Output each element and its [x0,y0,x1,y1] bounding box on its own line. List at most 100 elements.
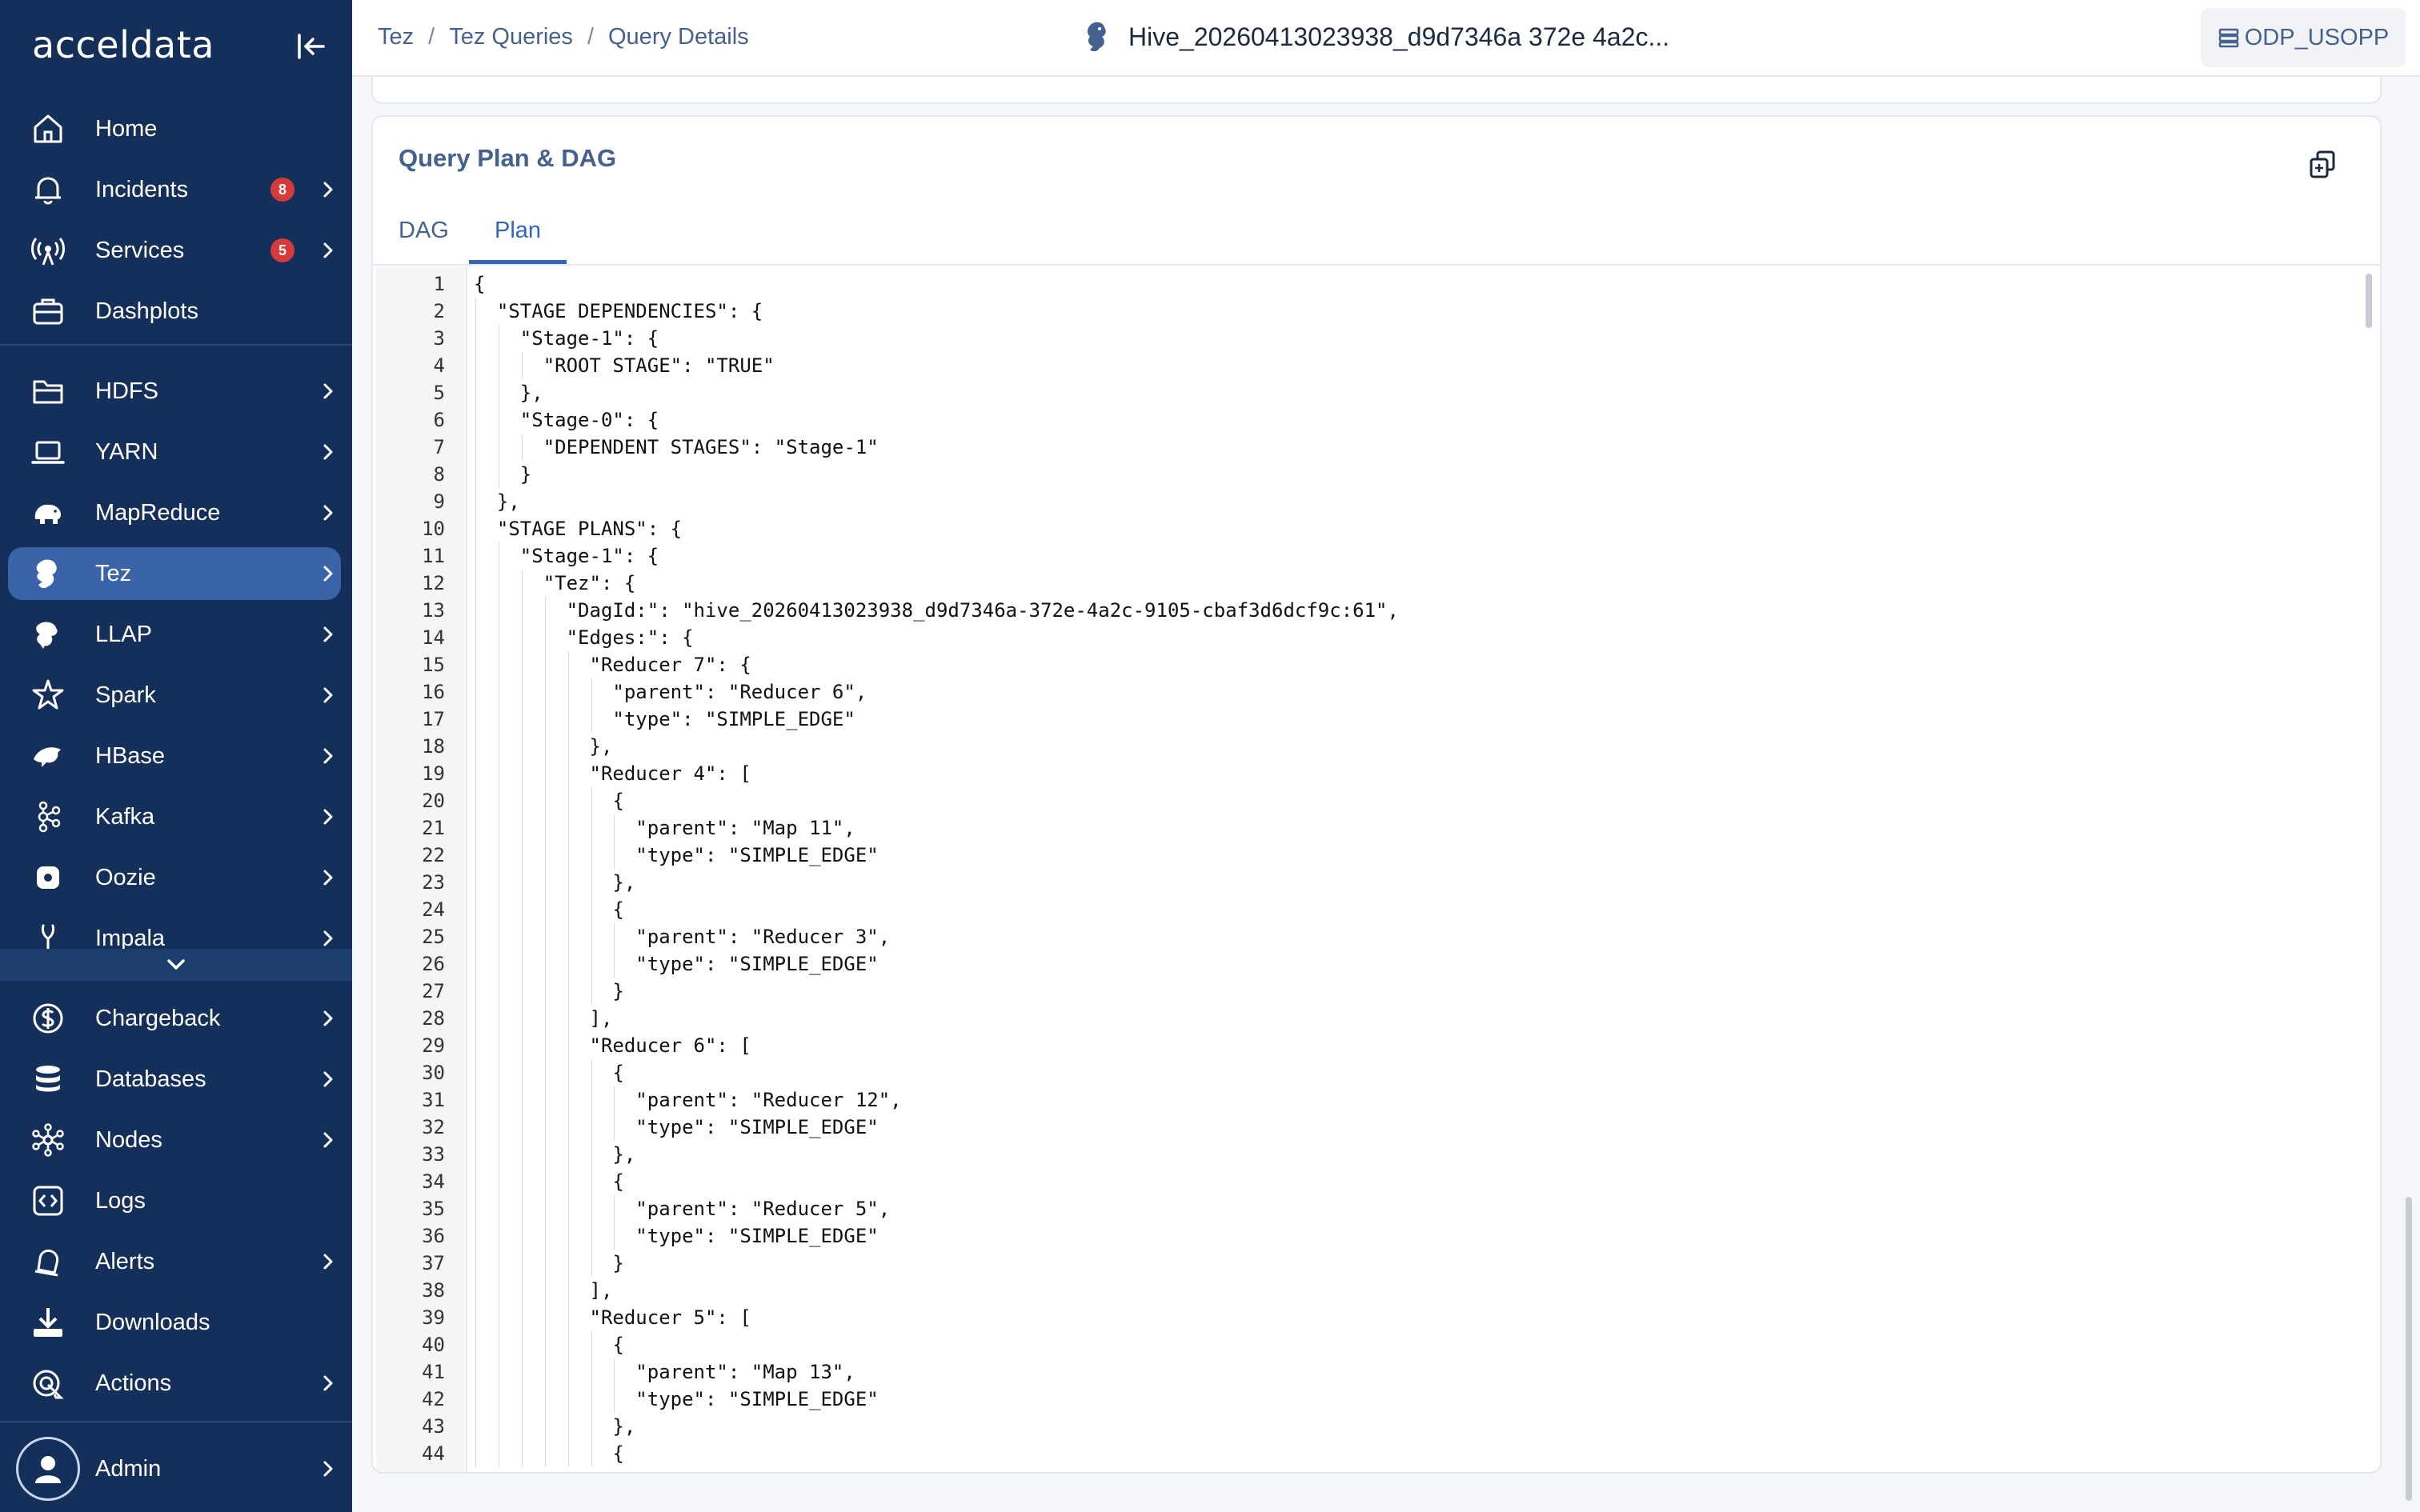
indent-guide [544,1195,546,1222]
sidebar-item-llap[interactable]: LLAP [8,608,341,661]
indent-guide [591,1250,592,1277]
indent-guide [521,1413,523,1440]
code-line: 20 { [376,787,2361,814]
indent-guide [475,597,476,624]
line-number: 4 [433,354,445,377]
breadcrumb-tez-queries[interactable]: Tez Queries [449,24,573,50]
sidebar-item-label: Incidents [95,176,189,202]
indent-guide [475,379,476,406]
code-line: 5 }, [376,379,2361,406]
collapse-sidebar-icon[interactable] [293,29,328,64]
sidebar-item-label: Admin [95,1455,162,1482]
code-line: 28 ], [376,1005,2361,1032]
cluster-selector-button[interactable]: ODP_USOPP [2201,8,2406,67]
sidebar-item-oozie[interactable]: Oozie [8,851,341,904]
sidebar-item-hdfs[interactable]: HDFS [8,365,341,418]
code-line: 29 "Reducer 6": [ [376,1032,2361,1059]
indent-guide [591,1386,592,1413]
indent-guide [475,923,476,950]
line-number: 11 [422,545,445,567]
sidebar-item-home[interactable]: Home [8,102,341,155]
laptop-icon [30,434,66,470]
code-text: { [474,1062,624,1084]
sidebar-item-admin[interactable]: Admin [8,1437,341,1501]
indent-guide [521,1086,523,1114]
indent-guide [521,869,523,896]
code-line: 42 "type": "SIMPLE_EDGE" [376,1386,2361,1413]
line-number: 18 [422,735,445,758]
code-text: "Stage-1": { [474,327,659,350]
indent-guide [544,1277,546,1304]
sidebar-item-databases[interactable]: Databases [8,1053,341,1106]
indent-guide [475,678,476,706]
sidebar-item-chargeback[interactable]: Chargeback [8,992,341,1045]
copy-icon[interactable] [2306,149,2338,181]
code-text: { [474,273,486,295]
indent-guide [521,1141,523,1168]
indent-guide [567,869,569,896]
sidebar-item-tez[interactable]: Tez [8,547,341,600]
code-text: "type": "SIMPLE_EDGE" [474,1116,879,1138]
sidebar-item-yarn[interactable]: YARN [8,426,341,478]
page-scrollbar[interactable] [2406,1197,2412,1501]
plan-code-editor[interactable]: 1{2 "STAGE DEPENDENCIES": {3 "Stage-1": … [376,267,2377,1472]
chevron-right-icon [323,566,333,582]
sidebar-item-dashplots[interactable]: Dashplots [8,285,341,338]
broadcast-icon [30,233,66,268]
indent-guide [591,978,592,1005]
code-text: { [474,790,624,812]
chevron-right-icon [323,383,333,399]
indent-guide [521,950,523,978]
hive-icon [1088,22,1106,52]
code-text: }, [474,382,543,404]
indent-guide [544,678,546,706]
tab-dag[interactable]: DAG [399,218,449,243]
sidebar-item-actions[interactable]: Actions [8,1357,341,1410]
sidebar-item-label: MapReduce [95,499,221,526]
indent-guide [475,733,476,760]
line-number: 29 [422,1034,445,1057]
indent-guide [544,1114,546,1141]
sidebar-item-spark[interactable]: Spark [8,669,341,722]
sidebar-item-nodes[interactable]: Nodes [8,1114,341,1166]
sidebar-item-logs[interactable]: Logs [8,1174,341,1227]
sidebar-item-alerts[interactable]: Alerts [8,1235,341,1288]
indent-guide [591,869,592,896]
acceldata-logo[interactable]: acceldata [32,21,214,69]
code-line: 39 "Reducer 5": [ [376,1304,2361,1331]
indent-guide [591,1413,592,1440]
indent-guide [591,706,592,733]
chevron-right-icon [323,930,333,946]
bell-icon [30,172,66,207]
sidebar-item-hbase[interactable]: HBase [8,730,341,782]
sidebar-item-kafka[interactable]: Kafka [8,790,341,843]
indent-guide [614,1195,615,1222]
tab-plan[interactable]: Plan [469,218,567,264]
code-line: 11 "Stage-1": { [376,542,2361,570]
indent-guide [544,842,546,869]
indent-guide [475,1195,476,1222]
actions-icon [30,1366,66,1401]
code-text: "DEPENDENT STAGES": "Stage-1" [474,436,879,458]
indent-guide [521,1277,523,1304]
sidebar-item-impala[interactable]: Impala [8,912,341,965]
editor-scroll-thumb[interactable] [2366,274,2372,328]
breadcrumb-tez[interactable]: Tez [378,24,415,50]
indent-guide [567,1250,569,1277]
sidebar-item-downloads[interactable]: Downloads [8,1296,341,1349]
indent-guide [614,923,615,950]
indent-guide [614,842,615,869]
editor-scrollbar[interactable] [2362,267,2377,1472]
sidebar-more-button[interactable] [0,949,352,981]
indent-guide [591,896,592,923]
code-line: 4 "ROOT STAGE": "TRUE" [376,352,2361,379]
indent-guide [475,978,476,1005]
indent-guide [567,678,569,706]
indent-guide [544,950,546,978]
indent-guide [544,923,546,950]
indent-guide [521,570,523,597]
count-badge: 5 [270,238,294,262]
sidebar-item-mapreduce[interactable]: MapReduce [8,486,341,539]
